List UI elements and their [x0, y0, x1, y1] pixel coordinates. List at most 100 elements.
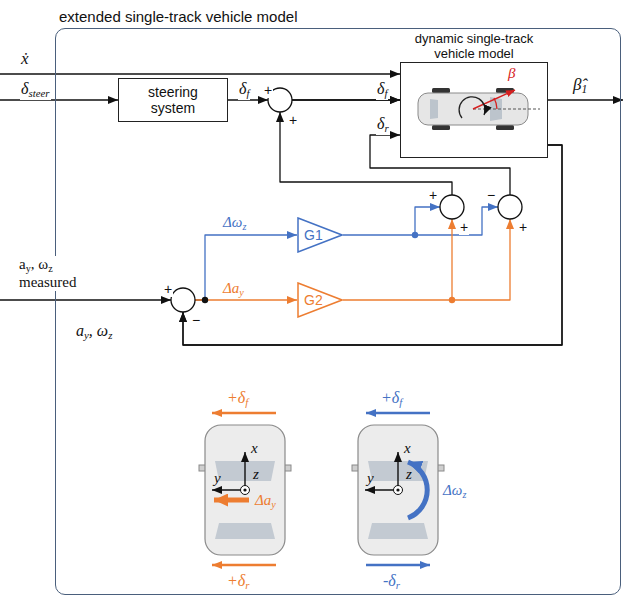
text-part: − — [192, 312, 200, 328]
text-part: + — [264, 82, 272, 98]
signal-wire — [0, 73, 400, 74]
text-part: + — [289, 112, 297, 128]
steer-arrow — [212, 564, 276, 567]
angle-name: β — [507, 65, 516, 82]
text-part: Δω — [223, 214, 242, 230]
text-part: z — [406, 466, 412, 482]
vehicle-illustration — [418, 88, 540, 130]
text-part: z — [253, 466, 259, 482]
subscript: f — [246, 87, 249, 99]
subscript: y — [239, 287, 244, 298]
steer-arrow — [366, 412, 430, 415]
subscript: r — [245, 579, 249, 591]
text-part: +δ — [227, 572, 245, 589]
rear-window — [215, 523, 275, 539]
text-part: ẋ — [21, 49, 29, 68]
sign: + — [518, 220, 528, 235]
signal-name: ay, ωz — [75, 322, 113, 342]
steer-arrow — [212, 412, 276, 415]
connector-segment — [183, 145, 562, 345]
sign: − — [191, 313, 201, 328]
process-box: steering system — [118, 78, 228, 122]
axis-arrow — [244, 452, 245, 490]
signal-wire — [0, 99, 118, 100]
angle-arc — [494, 98, 497, 109]
signal-connector — [183, 145, 562, 345]
connector-segment — [195, 299, 297, 300]
text-part: x — [251, 440, 258, 456]
vehicle-illustration — [199, 413, 291, 565]
signal-name: ẋ — [20, 50, 30, 69]
axis-origin — [241, 486, 250, 495]
text-part: -δ — [383, 572, 396, 589]
heading-label: extended single-track vehicle model — [59, 8, 297, 25]
text-part: y — [367, 470, 374, 486]
axis-label: z — [405, 466, 413, 483]
connector-segment — [370, 135, 510, 195]
subscript: f — [384, 87, 387, 99]
direction-label: +δf — [380, 389, 403, 409]
text-part: δ — [239, 80, 246, 97]
text-part: +δ — [381, 389, 399, 406]
signal-name: Δay — [254, 492, 277, 510]
rear-window — [430, 99, 438, 119]
vehicle-illustration — [352, 413, 444, 565]
connector-segment — [205, 235, 297, 300]
gain-label: G1 — [304, 227, 323, 243]
text-part: , ω — [89, 322, 108, 339]
connector-segment — [343, 207, 440, 235]
text-part: δ — [21, 80, 28, 97]
connector-segment — [343, 219, 510, 300]
subscript: y — [26, 263, 31, 274]
signal-name: Δay — [222, 280, 245, 298]
wheel — [496, 125, 514, 130]
text-part: a — [19, 256, 26, 272]
text-part: Δa — [255, 492, 271, 508]
axis-label: x — [403, 440, 412, 457]
model-box: dynamic single-track vehicle model — [400, 62, 548, 158]
rear-window — [368, 523, 428, 539]
direction-label: +δr — [226, 572, 250, 592]
car-body — [205, 425, 285, 555]
wheel — [432, 125, 450, 130]
text-part: , ω — [31, 256, 48, 272]
axis-label: y — [366, 470, 375, 487]
axis-dot — [396, 488, 399, 491]
branch-dot — [449, 297, 455, 303]
signal-wire — [451, 219, 452, 300]
text-part: + — [460, 219, 468, 235]
gain-triangle: G2 — [297, 282, 343, 318]
signal-name: δf — [238, 80, 250, 100]
signal-connector — [183, 145, 562, 345]
axis-origin — [394, 486, 403, 495]
text-part: x — [404, 440, 411, 456]
summing-junction — [171, 288, 195, 312]
center-line — [473, 109, 540, 110]
subscript: f — [245, 396, 248, 408]
subscript: z — [242, 221, 246, 232]
sign: + — [459, 220, 469, 235]
text-part: + — [429, 187, 437, 203]
text-part: δ — [377, 115, 384, 132]
sign: − — [486, 188, 496, 203]
signal-name: ay, ωz measured — [18, 256, 95, 291]
box-label: steering system — [137, 84, 209, 116]
subscript: steer — [28, 87, 49, 99]
triangle-shape — [298, 218, 342, 252]
triangle-shape — [298, 283, 342, 317]
subscript: y — [271, 499, 276, 510]
subscript: z — [48, 263, 53, 274]
yaw-arrow — [459, 97, 485, 118]
summing-junction — [440, 195, 464, 219]
layout-art — [0, 74, 623, 565]
signal-name: δf — [376, 80, 388, 100]
axis-arrow — [397, 452, 398, 490]
subscript: z — [108, 329, 112, 341]
subscript: 1 — [581, 83, 587, 96]
text-part: − — [487, 187, 495, 203]
signal-connector — [228, 100, 400, 101]
model-panel: steering system dynamic single-track vehi… — [55, 28, 621, 595]
axis-dot — [243, 488, 246, 491]
